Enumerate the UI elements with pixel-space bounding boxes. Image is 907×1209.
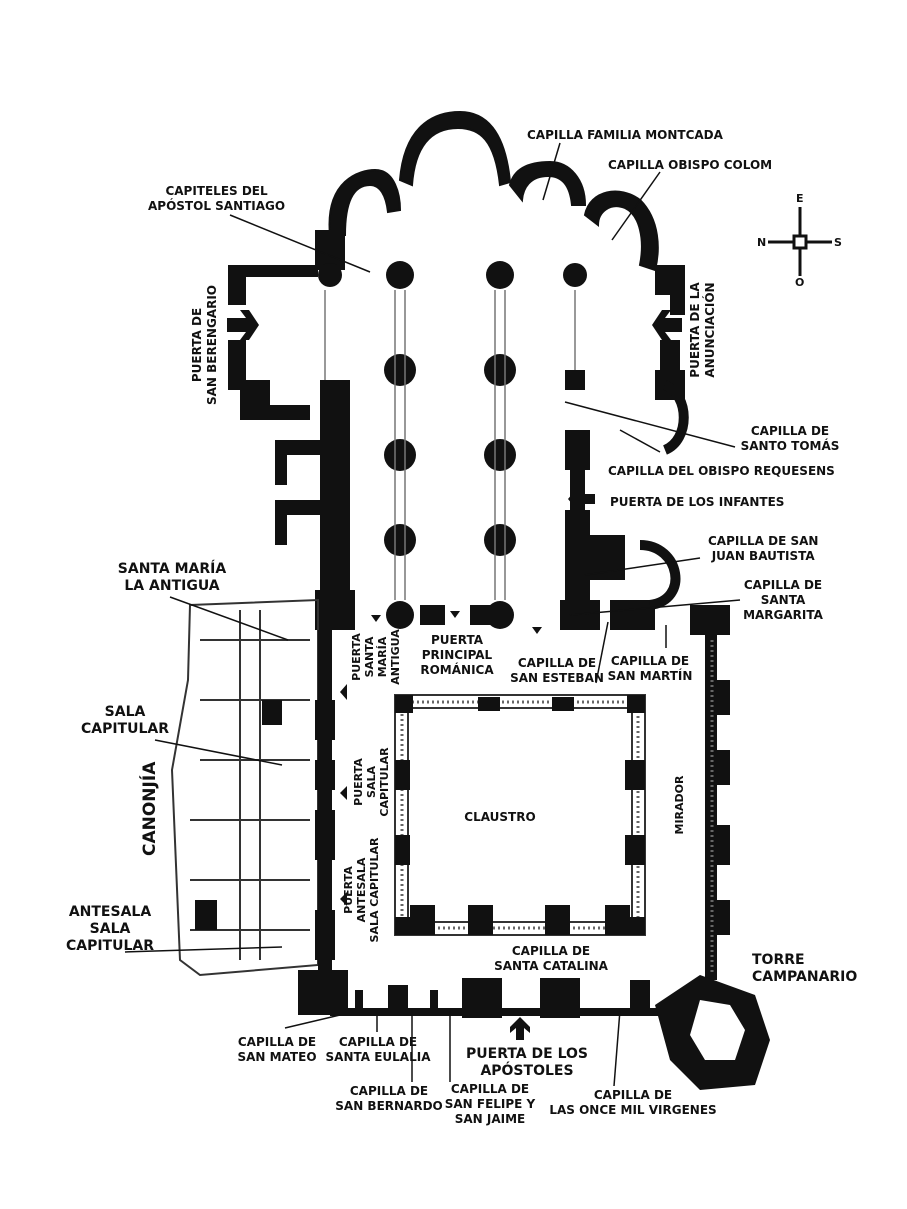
bell-tower-interior — [690, 1000, 745, 1060]
central-apse — [398, 110, 512, 187]
canonjia-stairs — [195, 700, 282, 930]
west-wall — [298, 630, 348, 1015]
cloister-dots — [400, 700, 640, 930]
canonjia-building — [170, 598, 319, 977]
label-mirador: MIRADOR — [673, 775, 686, 835]
label-puerta-infantes: PUERTA DE LOS INFANTES — [610, 495, 785, 509]
label-canonjia: CANONJÍA — [140, 761, 160, 856]
mirador-wall — [705, 610, 730, 980]
nave-columns — [318, 261, 587, 629]
compass-south: S — [834, 236, 842, 249]
arrow-infantes — [568, 487, 595, 511]
chapel-apses — [639, 380, 689, 610]
nave-walls — [228, 230, 730, 635]
capiteles-chapel — [328, 168, 402, 236]
arrow-anunciacion — [652, 310, 682, 340]
label-capilla-obispo-colom: CAPILLA OBISPO COLOM — [608, 158, 773, 172]
entrance-arrows — [227, 310, 682, 1040]
label-capilla-familia-montcada: CAPILLA FAMILIA MONTCADA — [527, 128, 723, 142]
capilla-montcada-wall — [508, 160, 587, 206]
label-capilla-obispo-requesens: CAPILLA DEL OBISPO REQUESENS — [608, 464, 835, 478]
compass-rose — [768, 207, 832, 276]
compass-north: N — [757, 236, 767, 249]
label-claustro: CLAUSTRO — [464, 810, 536, 824]
cloister-gallery — [394, 694, 646, 936]
arrow-san-berengario — [227, 310, 259, 340]
church-walls — [328, 110, 659, 272]
compass-east: E — [796, 192, 804, 205]
south-wall — [330, 978, 710, 1018]
capilla-colom-wall — [583, 190, 659, 272]
nave-lines — [324, 290, 576, 600]
cloister-buttresses — [395, 695, 645, 935]
leader-lines — [124, 142, 741, 1087]
compass-west: O — [795, 276, 805, 289]
arrow-apostoles — [510, 1017, 530, 1040]
